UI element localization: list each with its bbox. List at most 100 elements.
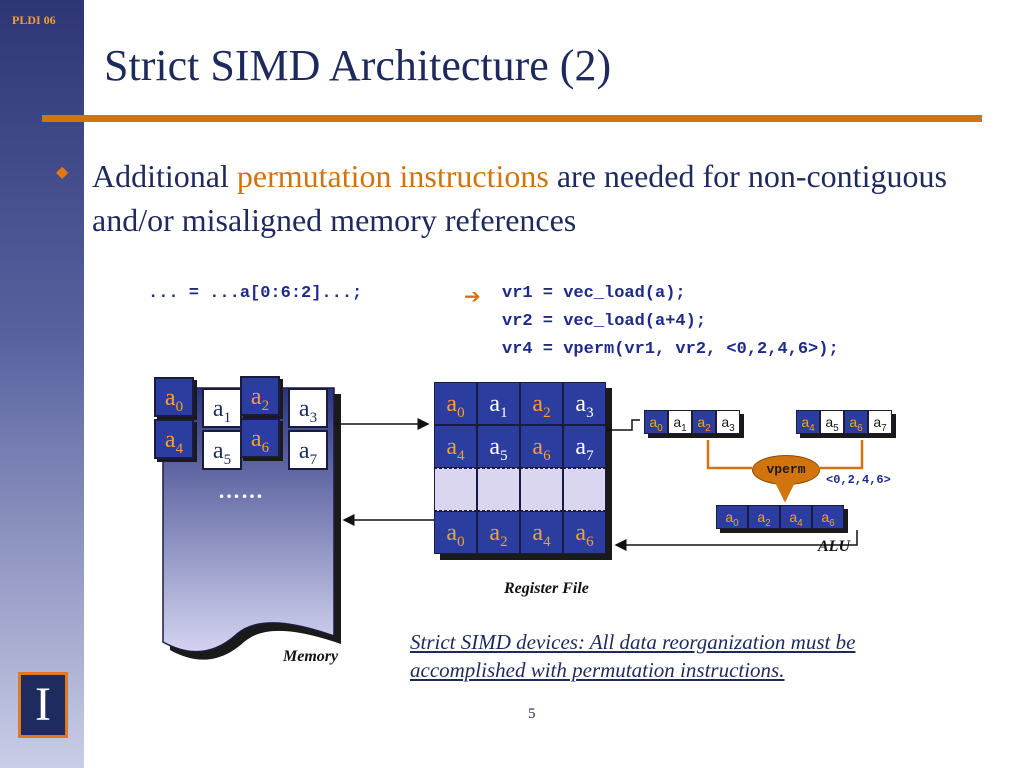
- memory-cell-highlighted: a0: [154, 377, 194, 417]
- element-base: a: [575, 520, 587, 546]
- memory-cell: a3: [288, 388, 328, 428]
- alu-vector-2-cell: a4: [796, 410, 820, 434]
- element-index: 4: [797, 517, 803, 529]
- element-index: 0: [733, 517, 739, 529]
- code-line-2: vr2 = vec_load(a+4);: [502, 312, 707, 331]
- alu-output-cell: a6: [812, 505, 844, 529]
- element-base: a: [489, 434, 501, 460]
- alu-label: ALU: [818, 538, 850, 555]
- element-base: a: [673, 414, 682, 430]
- element-base: a: [446, 391, 458, 417]
- element-index: 4: [543, 533, 551, 550]
- element-index: 6: [829, 517, 835, 529]
- element-index: 0: [175, 398, 184, 415]
- register-result-cell: a2: [477, 511, 520, 554]
- element-base: a: [697, 414, 706, 430]
- element-index: 7: [586, 447, 594, 464]
- element-base: a: [825, 414, 834, 430]
- alu-vector-1-cell: a1: [668, 410, 692, 434]
- memory-cell: a7: [288, 430, 328, 470]
- element-base: a: [250, 384, 262, 410]
- element-index: 2: [500, 533, 508, 550]
- alu-vector-2-cell: a5: [820, 410, 844, 434]
- memory-cell: a5: [202, 430, 242, 470]
- register-result-cell: a0: [434, 511, 477, 554]
- element-index: 3: [309, 409, 318, 426]
- element-index: 5: [833, 422, 839, 434]
- element-base: a: [212, 396, 224, 422]
- element-index: 5: [500, 447, 508, 464]
- element-base: a: [164, 385, 176, 411]
- element-base: a: [849, 414, 858, 430]
- element-base: a: [489, 391, 501, 417]
- memory-cell-highlighted: a4: [154, 419, 194, 459]
- right-arrow-icon: ➔: [464, 286, 481, 308]
- bullet-text-start: Additional: [92, 158, 237, 194]
- element-index: 1: [500, 404, 508, 421]
- register-cell: a7: [563, 425, 606, 468]
- element-index: 6: [857, 422, 863, 434]
- alu-output-cell: a2: [748, 505, 780, 529]
- element-index: 4: [457, 447, 465, 464]
- slide-title: Strict SIMD Architecture (2): [104, 41, 612, 90]
- permutation-constant: <0,2,4,6>: [826, 473, 891, 487]
- element-index: 0: [457, 404, 465, 421]
- element-base: a: [575, 434, 587, 460]
- element-base: a: [164, 427, 176, 453]
- register-cell-empty: [520, 468, 563, 511]
- element-base: a: [873, 414, 882, 430]
- element-index: 6: [261, 439, 270, 456]
- element-base: a: [298, 438, 310, 464]
- memory-label: Memory: [283, 648, 339, 665]
- memory-cell-highlighted: a2: [240, 376, 280, 416]
- code-line-3: vr4 = vperm(vr1, vr2, <0,2,4,6>);: [502, 340, 839, 359]
- alu-vector-2-cell: a6: [844, 410, 868, 434]
- element-base: a: [446, 434, 458, 460]
- element-index: 7: [309, 451, 318, 468]
- element-index: 2: [261, 397, 270, 414]
- alu-vector-1-cell: a3: [716, 410, 740, 434]
- element-base: a: [821, 509, 830, 525]
- bullet-text-end: are needed for non-contiguous and/or mis…: [92, 158, 947, 238]
- register-cell: a6: [520, 425, 563, 468]
- alu-output-cell: a4: [780, 505, 812, 529]
- element-index: 4: [809, 422, 815, 434]
- element-base: a: [575, 391, 587, 417]
- memory-cell: a1: [202, 388, 242, 428]
- element-index: 0: [457, 533, 465, 550]
- vperm-op: vperm: [752, 455, 820, 485]
- element-base: a: [532, 520, 544, 546]
- alu-vector-1-cell: a0: [644, 410, 668, 434]
- logo-emblem: I: [35, 678, 51, 731]
- element-base: a: [649, 414, 658, 430]
- element-base: a: [532, 434, 544, 460]
- element-index: 1: [681, 422, 687, 434]
- element-index: 7: [881, 422, 887, 434]
- element-base: a: [489, 520, 501, 546]
- register-cell: a0: [434, 382, 477, 425]
- page-number: 5: [528, 706, 536, 722]
- element-base: a: [789, 509, 798, 525]
- source-code: ... = ...a[0:6:2]...;: [148, 284, 363, 303]
- element-base: a: [212, 438, 224, 464]
- conference-label: PLDI 06: [12, 13, 56, 27]
- register-cell: a1: [477, 382, 520, 425]
- bullet-highlight: permutation instructions: [236, 158, 549, 194]
- element-index: 4: [175, 440, 184, 457]
- element-index: 0: [657, 422, 663, 434]
- register-cell-empty: [434, 468, 477, 511]
- element-base: a: [532, 391, 544, 417]
- element-index: 5: [223, 451, 232, 468]
- register-cell-empty: [477, 468, 520, 511]
- alu-output-cell: a0: [716, 505, 748, 529]
- register-file-label: Register File: [504, 580, 589, 597]
- element-base: a: [446, 520, 458, 546]
- bullet-text: Additional permutation instructions are …: [92, 154, 982, 242]
- register-cell: a2: [520, 382, 563, 425]
- element-base: a: [757, 509, 766, 525]
- element-index: 3: [729, 422, 735, 434]
- sidebar-band: PLDI 06 I: [0, 0, 84, 768]
- code-line-1: vr1 = vec_load(a);: [502, 284, 686, 303]
- element-base: a: [725, 509, 734, 525]
